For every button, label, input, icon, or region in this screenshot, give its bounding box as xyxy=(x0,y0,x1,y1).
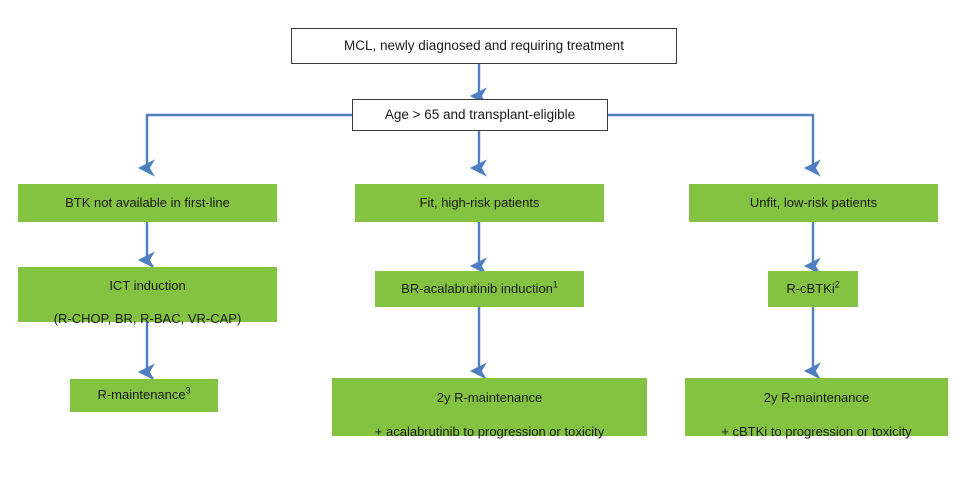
node-col2-row1: Fit, high-risk patients xyxy=(355,184,604,222)
node-col1-row2: ICT induction (R-CHOP, BR, R-BAC, VR-CAP… xyxy=(18,267,277,326)
node-col1-row2-line1: ICT induction xyxy=(109,277,186,293)
node-decision: Age > 65 and transplant-eligible xyxy=(352,99,608,131)
node-col1-row3-footnote-marker: 3 xyxy=(185,385,191,396)
node-col2-row3-text: 2y R-maintenance + acalabrutinib to prog… xyxy=(369,374,610,441)
node-col2-row2-text: BR-acalabrutinib induction1 xyxy=(395,279,564,298)
edge-decision-to-col1 xyxy=(137,113,352,177)
node-col3-row1: Unfit, low-risk patients xyxy=(689,184,938,222)
node-col1-row3-text: R-maintenance3 xyxy=(91,385,196,404)
node-col2-row2-label: BR-acalabrutinib induction xyxy=(401,280,553,296)
node-decision-label: Age > 65 and transplant-eligible xyxy=(384,107,576,123)
node-col3-row1-label: Unfit, low-risk patients xyxy=(749,194,878,210)
node-col3-row2-label: R-cBTKi xyxy=(786,280,835,296)
edge-decision-to-col3 xyxy=(608,113,821,177)
node-col3-row2-footnote-marker: 2 xyxy=(834,279,840,290)
node-col3-row3: 2y R-maintenance + cBTKi to progression … xyxy=(685,378,948,439)
node-col3-row3-line2: + cBTKi to progression or toxicity xyxy=(721,423,912,439)
node-col1-row3: R-maintenance3 xyxy=(70,379,218,412)
node-col3-row3-text: 2y R-maintenance + cBTKi to progression … xyxy=(715,374,917,441)
node-col2-row1-label: Fit, high-risk patients xyxy=(419,194,540,210)
node-col2-row2: BR-acalabrutinib induction1 xyxy=(375,271,584,307)
node-col1-row2-line2: (R-CHOP, BR, R-BAC, VR-CAP) xyxy=(53,311,242,327)
node-col1-row2-text: ICT induction (R-CHOP, BR, R-BAC, VR-CAP… xyxy=(48,261,248,328)
node-col1-row1: BTK not available in first-line xyxy=(18,184,277,222)
node-root-label: MCL, newly diagnosed and requiring treat… xyxy=(344,38,624,54)
node-col3-row2: R-cBTKi2 xyxy=(768,271,858,307)
node-col1-row1-label: BTK not available in first-line xyxy=(65,194,230,210)
node-col2-row3: 2y R-maintenance + acalabrutinib to prog… xyxy=(332,378,647,439)
node-col2-row3-line2: + acalabrutinib to progression or toxici… xyxy=(374,423,605,439)
node-col1-row3-label: R-maintenance xyxy=(97,387,186,403)
node-col2-row3-line1: 2y R-maintenance xyxy=(436,390,543,406)
node-col3-row3-line1: 2y R-maintenance xyxy=(763,390,870,406)
node-col2-row2-footnote-marker: 1 xyxy=(552,279,558,290)
node-root: MCL, newly diagnosed and requiring treat… xyxy=(291,28,677,64)
node-col3-row2-text: R-cBTKi2 xyxy=(780,279,845,298)
